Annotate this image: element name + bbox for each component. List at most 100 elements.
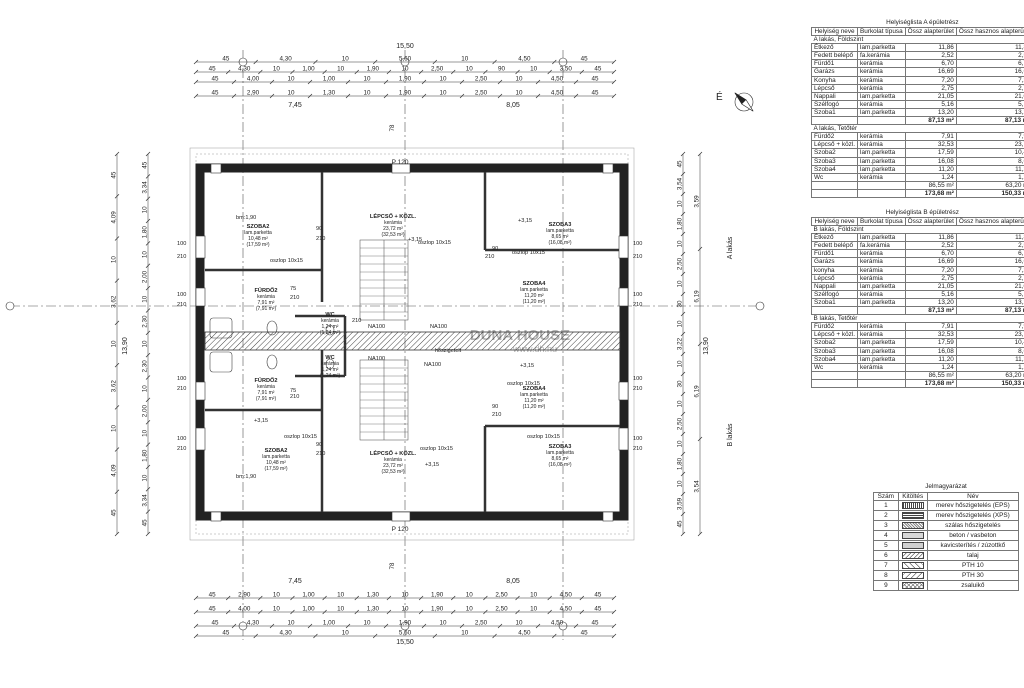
dimension-value: 3,54 xyxy=(694,480,701,493)
dimension-value: 2,50 xyxy=(495,592,508,599)
floor-type-cell: kerámia xyxy=(857,83,906,93)
floor-type-cell: kerámia xyxy=(857,67,906,77)
dimension-value: 6,19 xyxy=(694,290,701,303)
windows xyxy=(195,163,629,522)
total-area-cell: 6,70 xyxy=(904,249,957,259)
beam-label-bottom: P 120 xyxy=(392,526,409,533)
dimension-value: 45 xyxy=(211,76,219,83)
room-area2: (17,59 m²) xyxy=(246,242,269,248)
total-area-cell: 2,52 xyxy=(904,51,957,61)
room-area: 10,48 m² xyxy=(266,460,286,466)
total-area-cell: 2,75 xyxy=(904,273,957,283)
legend-name: PTH 10 xyxy=(926,560,1020,572)
top-total-dimension: 15,50 xyxy=(396,43,414,50)
usable-area-cell: 16,69 xyxy=(955,67,1024,77)
dimension-value: 1,90 xyxy=(367,66,380,73)
legend-swatch xyxy=(897,510,928,522)
floor-type-cell: kerámia xyxy=(857,273,906,283)
annotation-lvl: +3,15 xyxy=(408,237,422,243)
dimension-value: 45 xyxy=(211,620,219,627)
floor-type-cell: kerámia xyxy=(857,257,906,267)
dimension-value: 4,50 xyxy=(518,56,531,63)
dimension-value: 10 xyxy=(363,620,371,627)
room-name: SZOBA2 xyxy=(265,448,288,454)
room-floor: lam.parketta xyxy=(520,287,548,293)
annotation-door-h: 210 xyxy=(290,295,299,301)
total-area-cell: 13,20 xyxy=(904,297,957,308)
table-a-total: 173,68 m² xyxy=(904,188,957,198)
legend-name: merev hőszigetelés (EPS) xyxy=(926,500,1020,512)
room-name-cell: Szoba3 xyxy=(810,346,859,356)
dimension-value: 10 xyxy=(677,200,684,208)
floor-type-cell: lam.parketta xyxy=(857,91,906,101)
total-area-cell: 1,24 xyxy=(904,362,957,372)
dimension-value: 45 xyxy=(209,66,217,73)
dimension-value: 1,00 xyxy=(302,66,315,73)
dimension-value: 2,30 xyxy=(142,360,149,373)
dimension-value: 1,30 xyxy=(323,90,336,97)
room-list-table-a: Helyiséglista A épületrész Helyiség neve… xyxy=(810,19,1024,198)
usable-area-cell: 13,20 xyxy=(955,297,1024,308)
watermark-url: www.dh.hu xyxy=(512,344,557,354)
annotation-lvl: +3,15 xyxy=(425,462,439,468)
room-name-cell: Garázs xyxy=(810,67,859,77)
usable-area-cell: 13,20 xyxy=(955,107,1024,118)
legend-header: Kitöltés xyxy=(897,492,928,502)
dimension-value: 10 xyxy=(142,429,149,437)
room-name-cell: Lépcső + közl. xyxy=(810,140,859,150)
dimension-value: 4,09 xyxy=(111,211,118,224)
annotation-door-75: 75 xyxy=(290,286,296,292)
usable-area-cell: 7,91 xyxy=(955,322,1024,332)
label-b-flat: B lakás xyxy=(727,423,734,446)
dimension-value: 45 xyxy=(581,630,589,637)
dimension-value: 1,00 xyxy=(302,592,315,599)
dimension-value: 10 xyxy=(677,240,684,248)
room-name-cell: Fedett belépő xyxy=(810,51,859,61)
hatch-pattern-icon xyxy=(901,572,924,580)
usable-area-cell: 1,24 xyxy=(955,362,1024,372)
room-name: LÉPCSŐ + KÖZL. xyxy=(370,212,417,220)
dimension-value: 45 xyxy=(591,76,599,83)
total-area-cell: 16,08 xyxy=(904,156,957,166)
room-floor: lam.parketta xyxy=(546,228,574,234)
room-name: SZOBA3 xyxy=(549,444,572,450)
room-name-cell: Szoba2 xyxy=(810,338,859,348)
floor-type-cell: kerámia xyxy=(857,172,906,182)
legend-swatch xyxy=(897,530,928,542)
dimension-value: 4,50 xyxy=(560,592,573,599)
room-area2: (11,20 m²) xyxy=(523,299,546,305)
floor-type-cell: kerámia xyxy=(857,132,906,142)
usable-area-cell: 1,24 xyxy=(955,172,1024,182)
room-name-cell: Szoba3 xyxy=(810,156,859,166)
north-arrow-icon xyxy=(734,92,754,112)
usable-area-cell: 21,05 xyxy=(955,91,1024,101)
annotation-bm2: bm:1,90 xyxy=(236,474,256,480)
dimension-value: 1,90 xyxy=(399,90,412,97)
annotation-lvl: +3,15 xyxy=(520,363,534,369)
room-floor: kerámia xyxy=(321,361,339,367)
annotation-door-100: 100 xyxy=(177,436,186,442)
dimension-value: 1,90 xyxy=(431,606,444,613)
right-dimension-chains: 453,54101,80102,501030103,221030102,5010… xyxy=(677,151,703,537)
room-name-cell: Lépcső xyxy=(810,273,859,283)
table-b-header: Össz alapterület xyxy=(904,217,957,227)
dimension-value: 10 xyxy=(530,592,538,599)
annotation-col: oszlop 10x15 xyxy=(284,434,317,440)
watermark-logo: DUNA HOUSE xyxy=(470,327,570,344)
room-name: WC xyxy=(325,312,334,318)
room-area2: (17,59 m²) xyxy=(264,466,287,472)
dimension-value: 10 xyxy=(111,340,118,348)
floor-type-cell: kerámia xyxy=(857,249,906,259)
room-area2: (32,53 m²) xyxy=(381,232,404,238)
